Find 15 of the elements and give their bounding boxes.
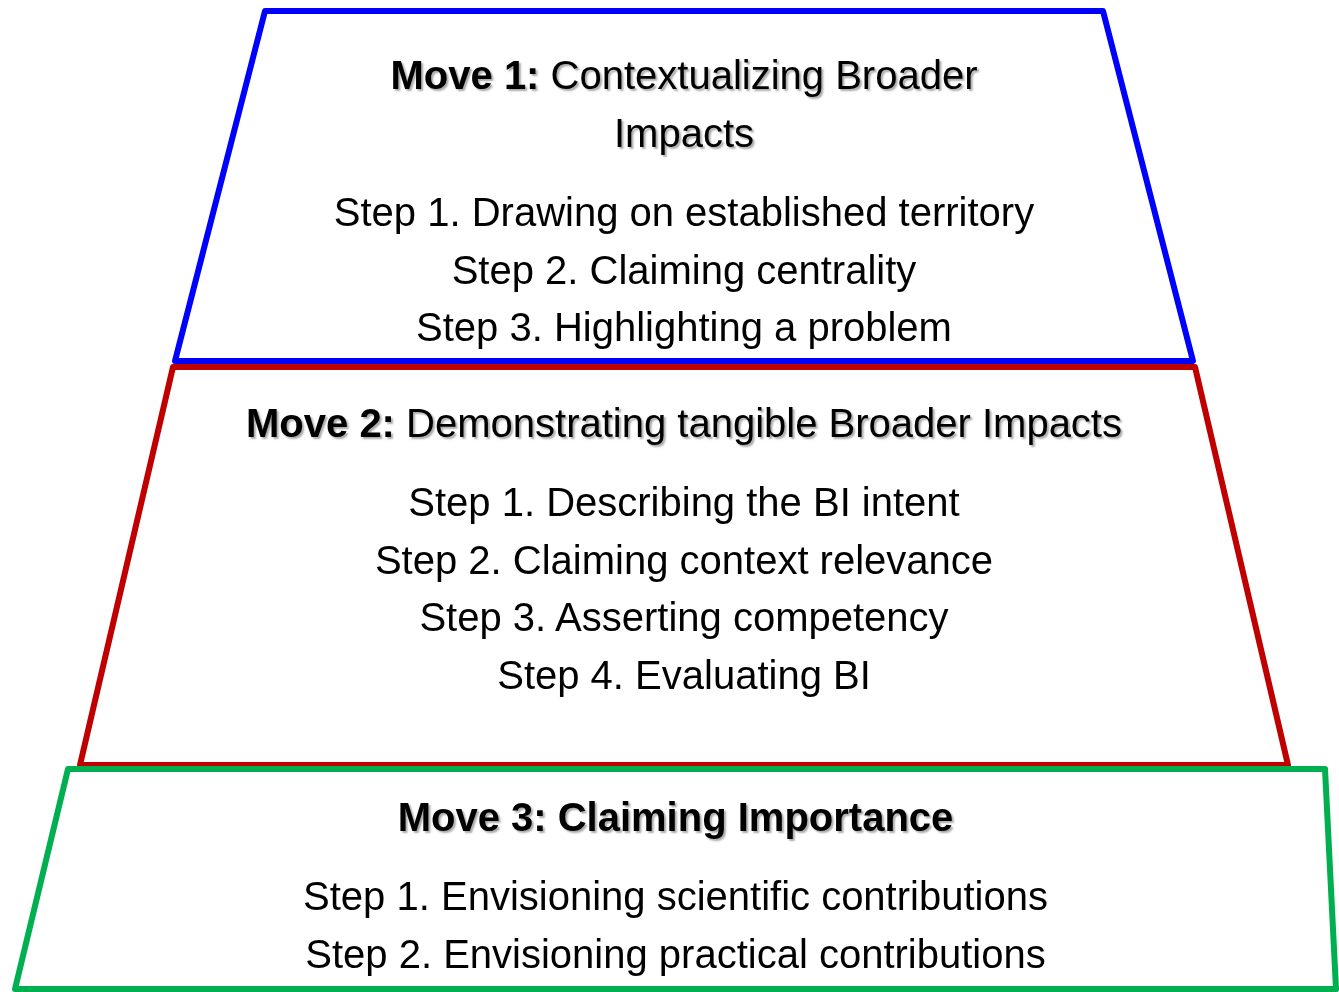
step-text: Step 1. Describing the BI intent xyxy=(408,479,960,526)
step-text: Step 1. Drawing on established territory xyxy=(333,189,1035,236)
step-text: Step 3. Asserting competency xyxy=(419,594,949,641)
move-heading: Move 3: Claiming Importance xyxy=(397,794,954,841)
trapezoid-band xyxy=(12,766,1339,992)
step-text: Step 4. Evaluating BI xyxy=(497,651,871,699)
move-heading: Move 2: Demonstrating tangible Broader Impacts xyxy=(246,400,1122,447)
trapezoid-band xyxy=(172,8,1196,364)
step-text: Step 3. Highlighting a problem xyxy=(416,304,952,351)
move-heading: Move 1: Contextualizing Broader Impacts xyxy=(389,52,979,157)
trapezoid-band xyxy=(77,364,1291,768)
step-text: Step 1. Envisioning scientific contributions xyxy=(303,873,1048,920)
step-text: Step 2. Envisioning practical contributions xyxy=(305,930,1046,978)
step-text: Step 2. Claiming centrality xyxy=(451,246,917,294)
step-text: Step 2. Claiming context relevance xyxy=(374,536,994,584)
